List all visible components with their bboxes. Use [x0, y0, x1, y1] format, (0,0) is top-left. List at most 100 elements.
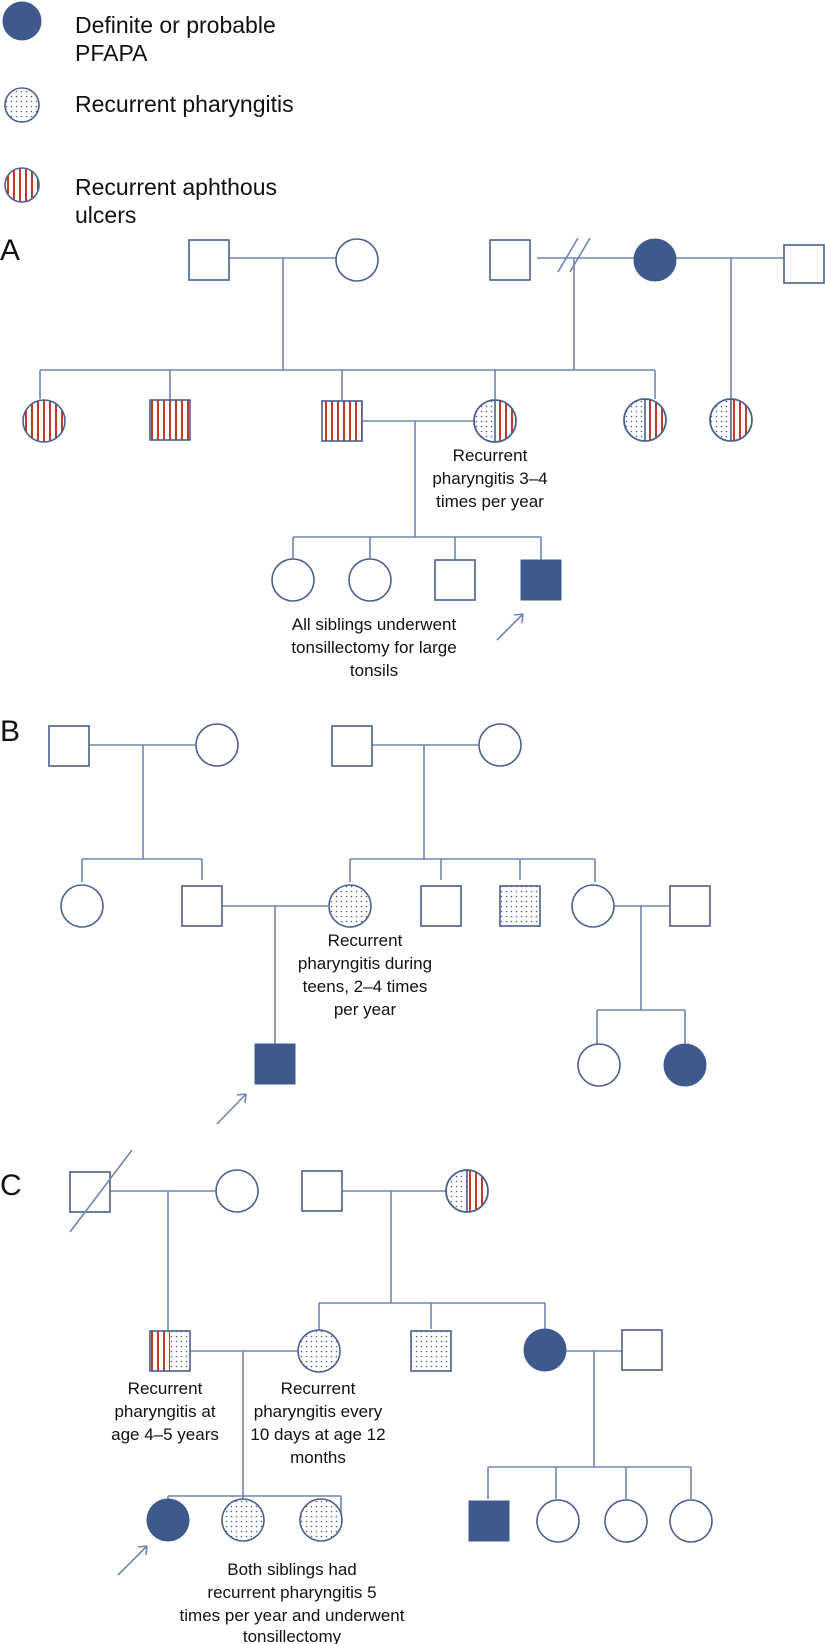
pedigree-female — [604, 1499, 648, 1543]
pedigree-male-pharyngitis — [499, 885, 541, 927]
pedigree-male — [420, 885, 462, 927]
pedigree-male-affected-proband — [254, 1043, 296, 1085]
pedigree-female — [60, 884, 104, 928]
pedigree-female-affected — [523, 1328, 567, 1372]
svg-text:teens, 2–4 times: teens, 2–4 times — [303, 977, 428, 996]
pedigree-female-pharyngitis-ulcers — [709, 398, 753, 442]
svg-text:pharyngitis 3–4: pharyngitis 3–4 — [432, 469, 547, 488]
legend-pharyngitis-symbol — [4, 87, 40, 123]
pedigree-female — [571, 884, 615, 928]
legend: Definite or probable PFAPA Recurrent pha… — [2, 1, 294, 228]
divorce-mark — [557, 237, 591, 273]
pedigree-male — [669, 885, 711, 927]
pedigree-female-pharyngitis — [299, 1498, 343, 1542]
pedigree-female-pharyngitis-ulcers — [473, 399, 517, 443]
svg-text:pharyngitis every: pharyngitis every — [254, 1402, 383, 1421]
svg-text:Recurrent: Recurrent — [281, 1379, 356, 1398]
pedigree-female-affected — [633, 238, 677, 282]
svg-text:pharyngitis during: pharyngitis during — [298, 954, 432, 973]
svg-text:Both siblings had: Both siblings had — [227, 1560, 356, 1579]
pedigree-male-pharyngitis — [410, 1330, 452, 1372]
legend-pfapa-line1: Definite or probable — [75, 12, 276, 38]
pedigree-female — [271, 558, 315, 602]
pedigree-male — [783, 244, 825, 284]
svg-text:10 days at age 12: 10 days at age 12 — [250, 1425, 385, 1444]
pedigree-female — [478, 723, 522, 767]
svg-text:tonsils: tonsils — [350, 661, 398, 680]
pedigree-male — [181, 885, 223, 927]
panel-b-couple-lines — [222, 905, 328, 1044]
panel-b-mother-note: Recurrent pharyngitis during teens, 2–4 … — [298, 931, 432, 1019]
pedigree-female-ulcers — [22, 399, 66, 443]
panel-a-mother-note: Recurrent pharyngitis 3–4 times per year — [432, 446, 547, 511]
panel-c-mother-note: Recurrent pharyngitis every 10 days at a… — [250, 1379, 385, 1467]
proband-arrow-icon — [216, 1093, 247, 1125]
pedigree-female-pharyngitis — [221, 1498, 265, 1542]
pedigree-male — [48, 725, 90, 767]
pedigree-female-affected — [663, 1043, 707, 1087]
legend-pfapa-symbol — [2, 1, 42, 41]
panel-c-siblings-note: Both siblings had recurrent pharyngitis … — [180, 1560, 405, 1644]
svg-text:times per year and underwent: times per year and underwent — [180, 1606, 405, 1625]
panel-c-label: C — [0, 1169, 22, 1202]
pedigree-male-ulcers-pharyngitis — [149, 1330, 191, 1372]
legend-ulcers-symbol — [4, 167, 40, 203]
pedigree-female — [215, 1169, 259, 1213]
pedigree-female — [195, 723, 239, 767]
pedigree-male — [331, 725, 373, 767]
panel-a-left-lines — [39, 257, 455, 400]
legend-pfapa-line2: PFAPA — [75, 40, 148, 66]
pedigree-male-affected-proband — [520, 559, 562, 601]
pedigree-male — [301, 1170, 343, 1212]
panel-a: A — [0, 234, 825, 680]
pedigree-female — [577, 1043, 621, 1087]
svg-text:times per year: times per year — [436, 492, 544, 511]
pedigree-male-affected — [468, 1500, 510, 1542]
panel-c: C Recurrent pharyngitis at age 4–5 — [0, 1149, 713, 1644]
panel-c-right-lines — [318, 1190, 546, 1330]
legend-ulcers-line1: Recurrent aphthous — [75, 174, 277, 200]
pedigree-female — [335, 238, 379, 282]
svg-text:Recurrent: Recurrent — [328, 931, 403, 950]
legend-ulcers-line2: ulcers — [75, 202, 136, 228]
panel-a-right-lines — [455, 257, 794, 399]
pedigree-female-pharyngitis — [297, 1329, 341, 1373]
panel-a-label: A — [0, 234, 20, 267]
svg-text:pharyngitis at: pharyngitis at — [114, 1402, 215, 1421]
panel-b-label: B — [0, 715, 20, 748]
proband-arrow-icon — [117, 1545, 148, 1576]
svg-text:All siblings underwent: All siblings underwent — [292, 615, 457, 634]
pedigree-male — [188, 239, 230, 281]
pedigree-female — [669, 1499, 713, 1543]
proband-arrow-icon — [496, 613, 524, 641]
pedigree-male-ulcers — [149, 399, 191, 441]
svg-text:Recurrent: Recurrent — [453, 446, 528, 465]
pedigree-female — [348, 558, 392, 602]
svg-text:tonsillectomy for large: tonsillectomy for large — [291, 638, 456, 657]
svg-text:months: months — [290, 1448, 346, 1467]
svg-text:tonsillectomy: tonsillectomy — [243, 1627, 342, 1644]
svg-text:per year: per year — [334, 1000, 397, 1019]
panel-c-cousin-lines — [487, 1350, 692, 1499]
panel-c-father-note: Recurrent pharyngitis at age 4–5 years — [111, 1379, 219, 1444]
pedigree-female-pharyngitis-ulcers — [623, 398, 667, 442]
legend-pharyngitis-line1: Recurrent pharyngitis — [75, 91, 294, 117]
pedigree-male — [489, 239, 531, 281]
pedigree-female-pharyngitis — [328, 884, 372, 928]
pedigree-female — [536, 1499, 580, 1543]
panel-b-cousin-lines — [596, 905, 686, 1044]
pedigree-male-ulcers — [321, 400, 363, 442]
panel-a-siblings-note: All siblings underwent tonsillectomy for… — [291, 615, 456, 680]
svg-text:Recurrent: Recurrent — [128, 1379, 203, 1398]
pedigree-male — [621, 1329, 663, 1371]
panel-b: B Recurrent pharyngitis during teens, 2–… — [0, 715, 711, 1125]
panel-b-right-lines — [349, 744, 596, 882]
svg-text:age 4–5 years: age 4–5 years — [111, 1425, 219, 1444]
panel-b-left-lines — [81, 744, 203, 882]
svg-text:recurrent pharyngitis 5: recurrent pharyngitis 5 — [207, 1583, 376, 1602]
pedigree-female-pharyngitis-ulcers — [445, 1169, 489, 1213]
pedigree-female-affected-proband — [146, 1498, 190, 1542]
panel-c-left-lines — [109, 1190, 215, 1331]
deceased-slash — [69, 1149, 133, 1233]
